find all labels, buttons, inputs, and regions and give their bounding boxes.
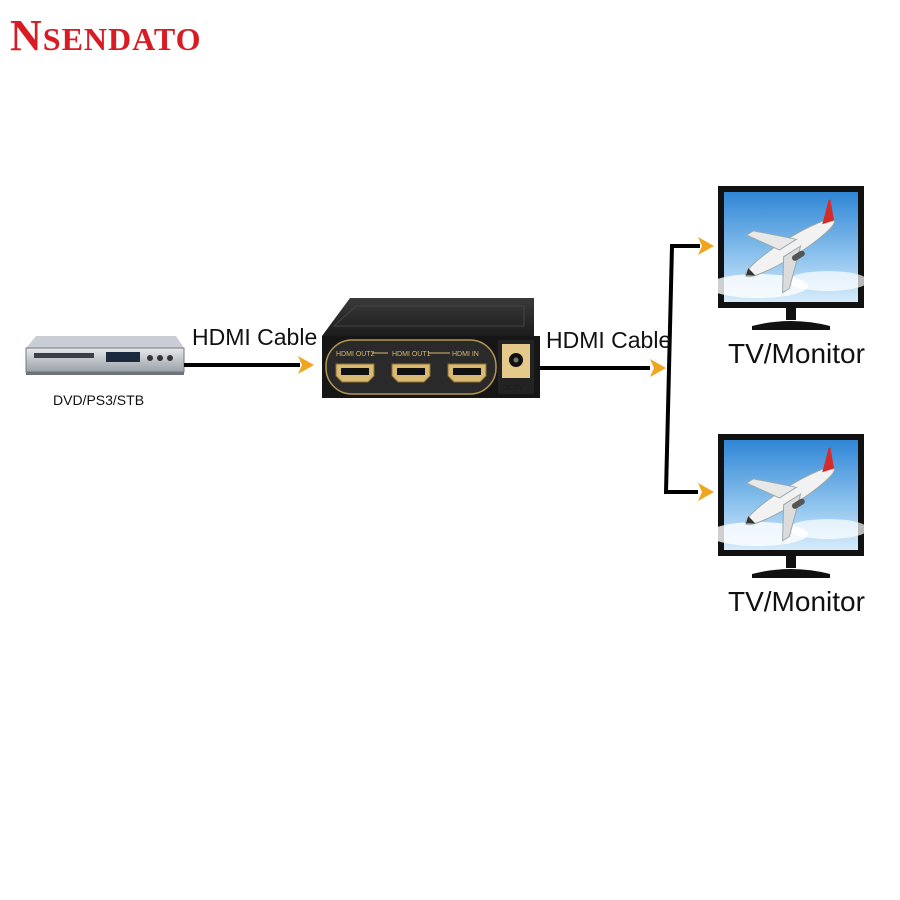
branch-arrow-top (698, 237, 714, 255)
tv-label-top: TV/Monitor (728, 338, 865, 369)
tv-monitor-icon (707, 433, 869, 579)
tv-monitor-icon (707, 185, 869, 331)
cable-label-input: HDMI Cable (192, 324, 318, 350)
branch-cable (663, 244, 700, 494)
power-label: DC 5V (503, 385, 524, 392)
hdmi-splitter-icon: HDMI OUT2 HDMI OUT1 HDMI IN DC 5V (322, 298, 540, 398)
tv-label-bottom: TV/Monitor (728, 586, 865, 617)
brand-logo: NSENDATO (10, 14, 202, 58)
cable-label-output: HDMI Cable (546, 327, 672, 353)
brand-rest: SENDATO (42, 21, 202, 57)
port-label-out2: HDMI OUT2 (336, 351, 375, 358)
branch-arrow-bottom (698, 483, 714, 501)
brand-first-letter: N (10, 11, 43, 60)
input-arrow (298, 356, 314, 374)
source-device-label: DVD/PS3/STB (53, 392, 145, 408)
port-label-out1: HDMI OUT1 (392, 351, 431, 358)
output-arrow (650, 359, 666, 377)
port-label-in: HDMI IN (452, 351, 479, 358)
dvd-player-icon (25, 336, 185, 375)
